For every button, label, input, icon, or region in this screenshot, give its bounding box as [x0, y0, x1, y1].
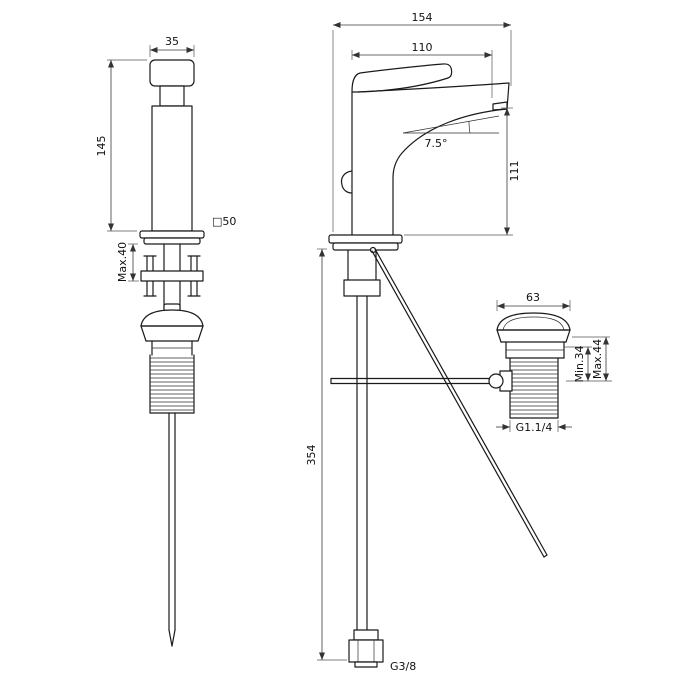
- dim-drain-width-label: 63: [526, 291, 540, 304]
- supply-hose: [356, 295, 368, 631]
- dim-front-width: 35: [149, 35, 195, 57]
- waste-dome-front: [140, 309, 204, 327]
- popup-rod-horizontal: [330, 377, 491, 385]
- dim-drain-thread-label: G1.1/4: [516, 421, 553, 434]
- faucet-handle-side: [351, 63, 453, 93]
- drain-threads: [510, 361, 558, 415]
- dim-drain-max-label: Max.44: [591, 339, 604, 379]
- base-plate-front: [139, 230, 205, 239]
- base-plate-front-lower: [143, 237, 201, 245]
- dim-drain-thread: G1.1/4: [496, 420, 572, 434]
- angle-annotation: 7.5°: [402, 115, 500, 150]
- supply-assembly-side: G3/8: [343, 249, 416, 673]
- front-view: 35 145 □50: [95, 35, 236, 647]
- dim-spout-angle-label: 7.5°: [425, 137, 448, 150]
- dim-drain-minmax: Min.34 Max.44: [564, 336, 612, 383]
- ball-joint: [488, 373, 504, 389]
- popup-control-lever: [340, 170, 353, 194]
- dim-front-height: 145: [95, 59, 147, 232]
- faucet-handle-neck-front: [159, 85, 185, 107]
- popup-waste-front: [140, 303, 204, 647]
- bracket-plate: [140, 270, 204, 282]
- base-plate-side-lower: [332, 242, 399, 251]
- spout-aerator: [492, 101, 508, 111]
- drain-view: 63: [488, 291, 612, 434]
- connection-nut: [343, 279, 381, 297]
- dim-side-reach-label: 110: [412, 41, 433, 54]
- drain-dome: [496, 312, 571, 331]
- faucet-body-front: [151, 105, 193, 232]
- dim-front-deck-max: Max.40: [116, 242, 139, 282]
- dim-inlet-thread-label: G3/8: [390, 660, 416, 673]
- dim-front-height-label: 145: [95, 136, 108, 157]
- faucet-handle-front: [149, 59, 195, 87]
- faucet-profile-side: [340, 63, 510, 236]
- side-view: 154 110 7.5°: [305, 11, 548, 673]
- drain-body: [488, 312, 571, 419]
- popup-rod-diagonal: [369, 246, 548, 558]
- mounting-bracket-front: [140, 255, 204, 297]
- dim-side-spout-height-label: 111: [508, 161, 521, 182]
- dim-side-total-label: 154: [412, 11, 433, 24]
- hose-connector: [353, 629, 379, 641]
- dim-side-spout-height: 111: [404, 107, 521, 236]
- hose-nut: [348, 639, 384, 663]
- dim-side-reach: 110: [351, 41, 493, 98]
- dim-side-hose-length: 354: [305, 248, 347, 661]
- popup-rod-front: [168, 412, 176, 647]
- dim-drain-width: 63: [496, 291, 571, 311]
- dim-drain-min-label: Min.34: [573, 345, 586, 382]
- dim-side-hose-length-label: 354: [305, 445, 318, 466]
- faucet-spout-outline: [357, 82, 510, 236]
- base-plate-side: [328, 234, 403, 244]
- dim-front-width-label: 35: [165, 35, 179, 48]
- dim-side-total: 154: [332, 11, 512, 232]
- hose-nut-tip: [354, 661, 378, 668]
- waste-threads-front: [150, 357, 194, 411]
- dim-front-square-label: □50: [212, 215, 236, 228]
- dim-front-deck-max-label: Max.40: [116, 242, 129, 282]
